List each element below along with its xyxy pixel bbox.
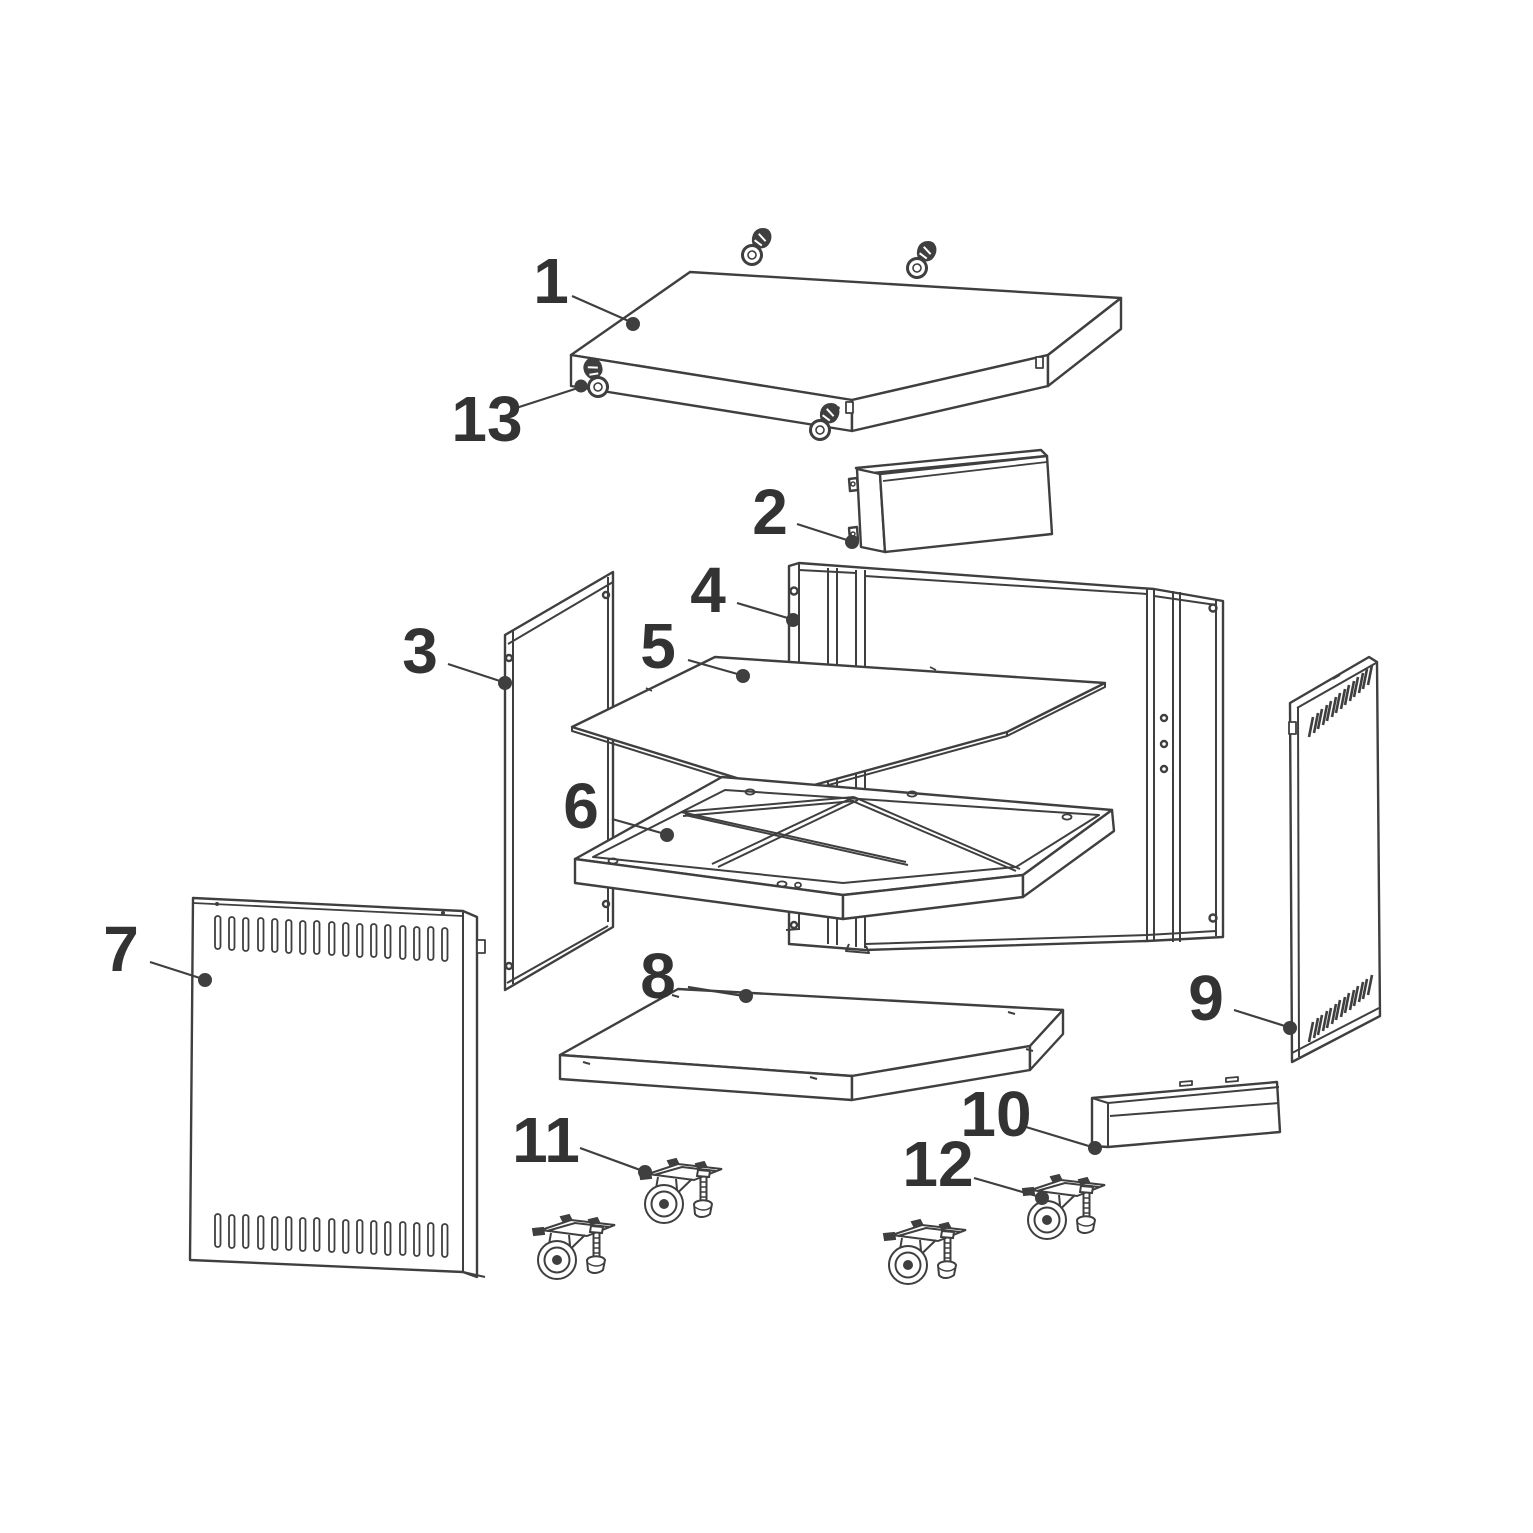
screw-slot	[906, 790, 918, 798]
screw-slot	[744, 788, 756, 796]
screw-hole	[601, 590, 611, 600]
mount-tab	[1179, 1080, 1193, 1087]
callout-12: 12	[902, 1128, 973, 1200]
part-7-left-vented-panel	[188, 896, 486, 1279]
callout-7: 7	[103, 913, 139, 985]
screw-hole	[504, 653, 514, 663]
screw-hole	[789, 920, 799, 930]
screw-hole	[789, 586, 799, 596]
screw-hole	[1208, 603, 1218, 613]
part-1-top-panel	[569, 270, 1123, 433]
callout-2: 2	[752, 476, 788, 548]
screw-hole	[1208, 913, 1218, 923]
screw-hole	[504, 961, 514, 971]
screw-hole	[1159, 713, 1169, 723]
callout-6: 6	[563, 770, 599, 842]
part-2-top-back-rail	[847, 448, 1054, 554]
latch-clip	[1288, 721, 1297, 735]
latch-clip	[845, 401, 854, 414]
screw-slot	[794, 881, 802, 889]
latch-clip	[476, 939, 486, 954]
screw-slot	[1061, 813, 1073, 821]
callout-3: 3	[402, 615, 438, 687]
screw-marks	[582, 994, 1034, 1080]
callout-leaders	[149, 294, 1297, 1205]
part-10-bottom-front-rail	[1090, 1076, 1282, 1149]
callout-9: 9	[1188, 962, 1224, 1034]
callout-1: 1	[533, 245, 569, 317]
callout-numbers: 1 2 3 4 5 6 7 8 9 10 11 12 13	[103, 245, 1224, 1200]
screw-hole	[1159, 739, 1169, 749]
latch-clip	[1035, 356, 1044, 369]
screw-slot	[607, 857, 619, 865]
callout-10: 10	[960, 1078, 1031, 1150]
screw-slot	[776, 880, 788, 888]
part-8-bottom-panel	[558, 987, 1065, 1102]
callout-11: 11	[512, 1104, 580, 1176]
part-6-corner-support-frame	[573, 775, 1116, 921]
mount-tab	[1225, 1076, 1239, 1083]
screw-hole	[1159, 764, 1169, 774]
callout-13: 13	[451, 383, 522, 455]
callout-5: 5	[640, 610, 676, 682]
screw-hole	[601, 899, 611, 909]
part-9-right-vented-panel	[1288, 655, 1382, 1064]
callout-4: 4	[690, 554, 726, 626]
callout-8: 8	[640, 940, 676, 1012]
